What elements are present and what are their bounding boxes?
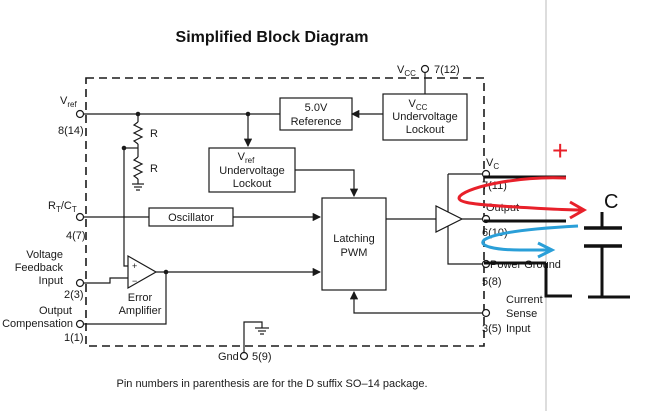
uvlo-to-pwm-wire (295, 169, 359, 198)
compensation-wire (84, 272, 167, 325)
tap-to-opamp-wire (123, 148, 128, 267)
rtct-pin-circle (75, 212, 85, 222)
reference-line2: Reference (291, 116, 342, 128)
current-sense-pin-circle (481, 308, 491, 318)
power-ground-wire (447, 226, 482, 265)
vcc-uvlo-v: VCC (409, 98, 428, 112)
gnd-wire (243, 321, 263, 352)
opamp-plus: + (132, 261, 137, 271)
pwm-line1: Latching (333, 233, 375, 245)
resistor-r1-label: R (150, 128, 158, 140)
compensation-pin-circle (75, 319, 85, 329)
error-amp-line2: Amplifier (119, 305, 162, 317)
blue-arrowhead (537, 241, 556, 259)
gnd-label: Gnd (218, 351, 239, 363)
capacitor-label: C (604, 191, 618, 213)
feedback-label-3: Input (39, 275, 63, 287)
rtct-pin-number: 4(7) (66, 230, 86, 242)
gnd-pin-circle (239, 351, 249, 361)
vcc-pin-label: VCC (397, 64, 416, 78)
output-pin-number: 6(10) (482, 227, 508, 239)
current-sense-wire (349, 290, 482, 314)
vcc-uvlo-line2: Undervoltage (392, 111, 457, 123)
error-amplifier: + − Error Amplifier (119, 254, 162, 317)
footnote: Pin numbers in parenthesis are for the D… (116, 378, 427, 390)
vref-pin-label: Vref (60, 95, 77, 109)
compensation-label-2: Compensation (2, 318, 73, 330)
current-sense-label-3: Input (506, 323, 530, 335)
reference-line1: 5.0V (305, 102, 328, 114)
resistor-r2 (132, 156, 144, 180)
junction (245, 111, 251, 117)
vref-pin-number: 8(14) (58, 125, 84, 137)
black-sense-wire (544, 263, 572, 298)
resistor-r2-label: R (150, 163, 158, 175)
feedback-label-1: Voltage (26, 249, 63, 261)
vcc-pin-number: 7(12) (434, 64, 460, 76)
vcc-pin-circle (420, 64, 430, 74)
error-amp-line1: Error (128, 292, 153, 304)
current-sense-label-1: Current (506, 294, 543, 306)
blue-current-arrow (481, 224, 579, 252)
compensation-pin-number: 1(1) (64, 332, 84, 344)
vcc-uvlo-line3: Lockout (406, 124, 445, 136)
current-sense-label-2: Sense (506, 308, 537, 320)
oscillator-block: Oscillator (148, 207, 234, 227)
red-current-arrow (457, 176, 583, 212)
oscillator-label: Oscillator (168, 212, 214, 224)
vref-uvlo-line2: Undervoltage (219, 165, 284, 177)
reference-block: 5.0V Reference (279, 97, 353, 131)
red-plus-sign: + (552, 135, 568, 166)
output-buffer (435, 205, 464, 233)
vcc-uvlo-block: VCC Undervoltage Lockout (382, 93, 468, 141)
feedback-pin-circle (75, 278, 85, 288)
compensation-label-1: Output (39, 305, 72, 317)
feedback-pin-number: 2(3) (64, 289, 84, 301)
current-sense-pin-number: 3(5) (482, 323, 502, 335)
ic-boundary (85, 77, 485, 347)
feedback-wire (84, 277, 128, 284)
vref-uvlo-line3: Lockout (233, 178, 272, 190)
resistor-r1 (132, 121, 144, 145)
feedback-label-2: Feedback (15, 262, 64, 274)
rtct-pin-label: RT/CT (48, 200, 77, 214)
junction (135, 111, 141, 117)
vc-pin-label: VC (486, 157, 499, 171)
diagram-title: Simplified Block Diagram (176, 29, 369, 46)
opamp-minus: − (132, 276, 137, 286)
gnd-pin-number: 5(9) (252, 351, 272, 363)
vref-uvlo-v: Vref (238, 151, 255, 165)
red-arrowhead (569, 200, 588, 220)
vref-pin-circle (75, 109, 85, 119)
power-ground-pin-number: 5(8) (482, 276, 502, 288)
power-ground-label: Power Ground (490, 259, 561, 271)
pwm-line2: PWM (341, 247, 368, 259)
hand-annotations: + C (457, 135, 630, 299)
vref-uvlo-block: Vref Undervoltage Lockout (208, 147, 296, 193)
latching-pwm-block: Latching PWM (321, 197, 387, 291)
